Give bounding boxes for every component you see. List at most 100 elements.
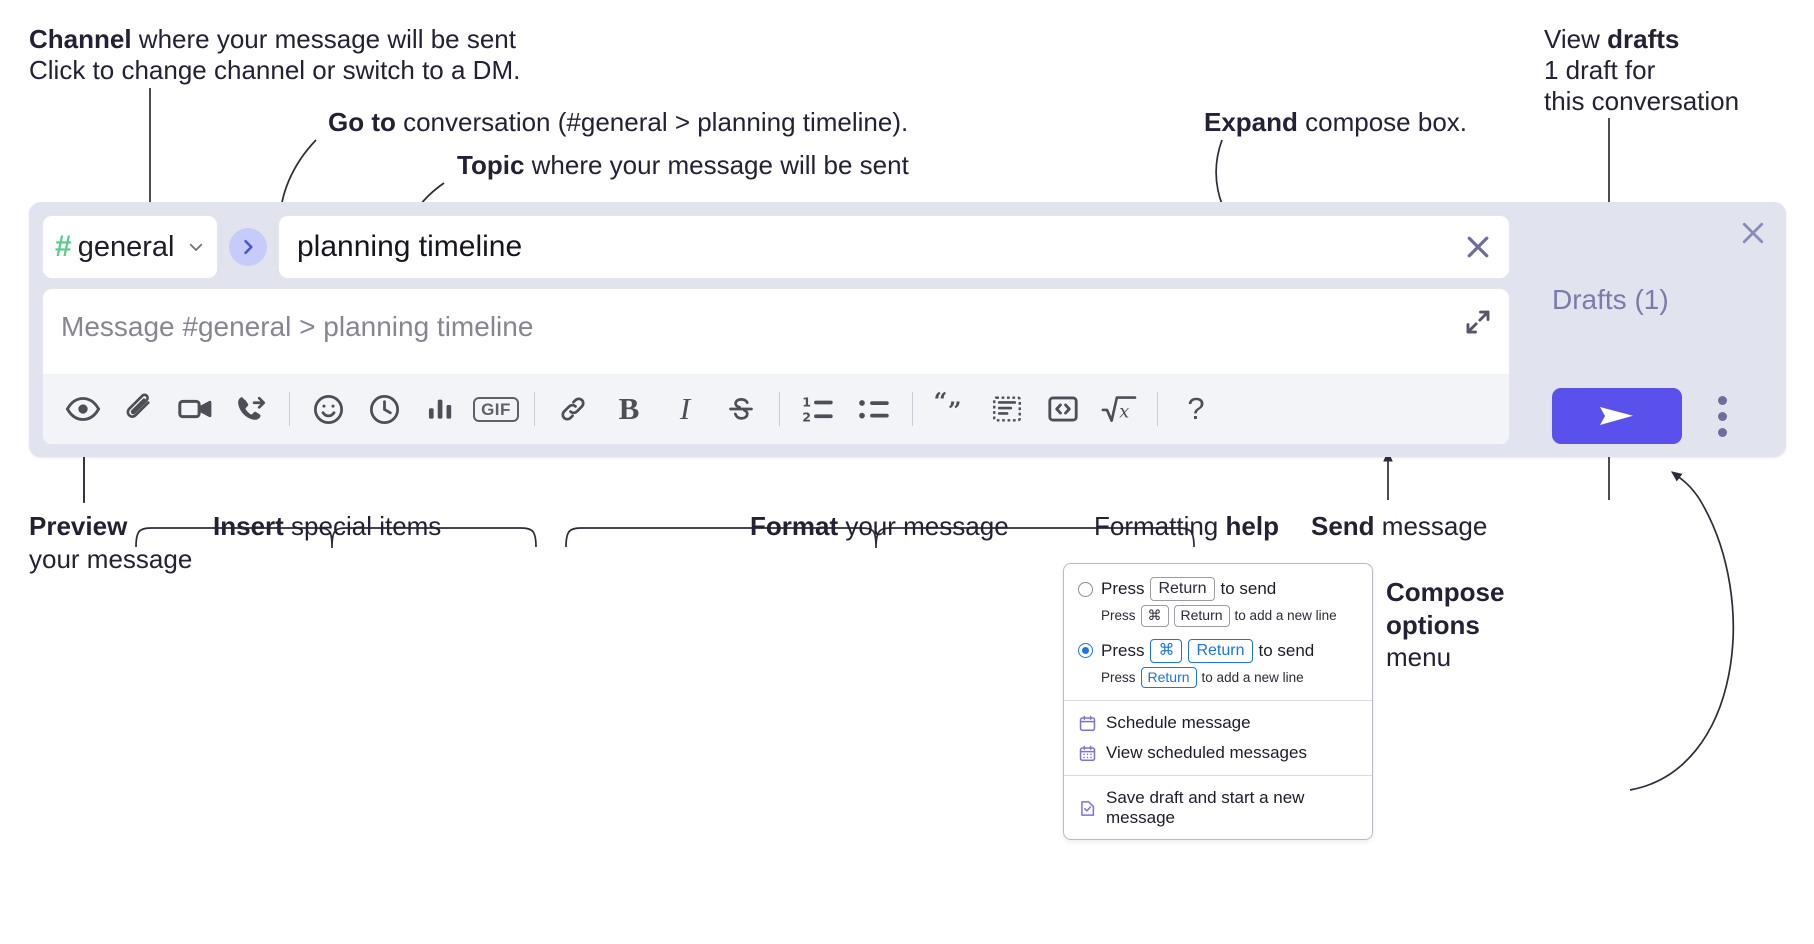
- emoji-button[interactable]: [300, 381, 356, 437]
- phone-forward-icon: [238, 396, 266, 420]
- svg-text:”: ”: [948, 397, 962, 425]
- annotation-topic-rest: where your message will be sent: [524, 150, 909, 180]
- annotation-preview: Preview: [29, 511, 127, 543]
- ordered-list-button[interactable]: 1 2: [790, 381, 846, 437]
- kebab-dot-2: [1717, 411, 1727, 421]
- message-input-wrapper[interactable]: Message #general > planning timeline: [43, 289, 1509, 444]
- strikethrough-icon: [729, 398, 753, 420]
- bulleted-list-button[interactable]: [846, 381, 902, 437]
- code-icon: [1048, 396, 1078, 422]
- annotation-compose-options-bold1: Compose: [1386, 577, 1505, 607]
- link-icon: [561, 397, 585, 421]
- math-button[interactable]: x: [1091, 381, 1147, 437]
- annotation-drafts-italic2: this conversation: [1544, 86, 1740, 116]
- annotation-goto: Go to conversation (#general > planning …: [328, 107, 908, 139]
- radio-option-1-sub-suffix: to add a new line: [1234, 608, 1337, 624]
- radio-icon-selected[interactable]: [1078, 643, 1093, 658]
- svg-text:“: “: [934, 390, 948, 415]
- goto-conversation-button[interactable]: [229, 228, 267, 266]
- link-button[interactable]: [545, 381, 601, 437]
- radio-option-1-prefix: Press: [1101, 579, 1145, 598]
- annotation-channel: Channel where your message will be sent: [29, 24, 516, 56]
- compose-options-button[interactable]: [1705, 388, 1739, 444]
- annotation-goto-rest: conversation (#general > planning timeli…: [395, 107, 909, 137]
- italic-icon: I: [679, 391, 691, 426]
- compose-panel: # general planning timeline Message #gen…: [29, 202, 1786, 457]
- menu-item-save-draft[interactable]: Save draft and start a new message: [1064, 783, 1372, 833]
- annotation-drafts-bold: drafts: [1607, 24, 1680, 54]
- annotation-format: Format your message: [750, 511, 1009, 543]
- send-button[interactable]: [1552, 388, 1682, 444]
- annotation-drafts-italic1: 1 draft for: [1544, 55, 1656, 85]
- close-icon[interactable]: [1463, 232, 1493, 262]
- svg-text:2: 2: [802, 409, 811, 424]
- paperclip-icon: [126, 393, 150, 418]
- annotation-preview-rest: your message: [29, 544, 193, 574]
- key-return-2: Return: [1188, 638, 1253, 663]
- annotation-goto-bold: Go to: [328, 107, 396, 137]
- drafts-link[interactable]: Drafts (1): [1552, 284, 1669, 315]
- topic-field[interactable]: planning timeline: [279, 216, 1509, 278]
- annotation-channel-sub: Click to change channel or switch to a D…: [29, 55, 520, 87]
- radio-option-2-sub-suffix: to add a new line: [1201, 669, 1304, 685]
- menu-item-save-draft-label: Save draft and start a new message: [1106, 788, 1305, 827]
- poll-button[interactable]: [412, 381, 468, 437]
- toolbar-separator-3: [779, 392, 780, 426]
- annotation-drafts: View drafts: [1544, 24, 1679, 56]
- menu-item-schedule-message[interactable]: Schedule message: [1064, 708, 1372, 738]
- annotation-topic: Topic where your message will be sent: [457, 150, 909, 182]
- close-panel-button[interactable]: [1738, 218, 1768, 248]
- eye-icon: [65, 397, 101, 421]
- annotation-compose-options-bold2: options: [1386, 609, 1480, 640]
- compose-header-row: # general planning timeline: [43, 216, 1509, 278]
- strikethrough-button[interactable]: [713, 381, 769, 437]
- radio-option-1-main: Press Return to send: [1101, 577, 1276, 601]
- channel-selector[interactable]: # general: [43, 216, 217, 278]
- bold-icon: B: [618, 391, 640, 426]
- formatting-help-button[interactable]: ?: [1168, 381, 1224, 437]
- code-block-button[interactable]: [979, 381, 1035, 437]
- formatting-toolbar: GIF B I: [43, 374, 1509, 444]
- annotation-insert-rest: special items: [283, 511, 442, 541]
- annotation-format-bold: Format: [750, 511, 839, 541]
- annotation-channel-rest: where your message will be sent: [131, 24, 516, 54]
- smiley-icon: [313, 394, 343, 424]
- preview-button[interactable]: [55, 381, 111, 437]
- annotation-send-bold: Send: [1311, 511, 1375, 541]
- radio-option-2-suffix: to send: [1258, 640, 1315, 660]
- key-command: ⌘: [1140, 605, 1169, 627]
- square-root-icon: x: [1101, 396, 1137, 423]
- gif-button[interactable]: GIF: [468, 381, 524, 437]
- blockquote-button[interactable]: “ ”: [923, 381, 979, 437]
- annotation-channel-italic: Click to change channel or switch to a D…: [29, 55, 521, 85]
- channel-name: general: [77, 230, 175, 263]
- inline-code-button[interactable]: [1035, 381, 1091, 437]
- annotation-help-plain: Formatting: [1094, 511, 1226, 541]
- expand-diagonal-icon[interactable]: [1463, 307, 1493, 337]
- attach-file-button[interactable]: [111, 381, 167, 437]
- video-camera-icon: [178, 399, 212, 419]
- call-button[interactable]: [223, 381, 279, 437]
- toolbar-separator-2: [534, 392, 535, 426]
- menu-item-view-scheduled[interactable]: View scheduled messages: [1064, 738, 1372, 768]
- compose-inner: # general planning timeline Message #gen…: [43, 216, 1509, 444]
- italic-button[interactable]: I: [657, 381, 713, 437]
- calendar-icon: [1078, 714, 1097, 733]
- video-clip-button[interactable]: [167, 381, 223, 437]
- annotation-preview-bold: Preview: [29, 511, 128, 541]
- radio-option-cmd-return-to-send[interactable]: Press ⌘ Return to send: [1064, 636, 1372, 666]
- bold-button[interactable]: B: [601, 381, 657, 437]
- send-paper-plane-icon: [1600, 407, 1633, 425]
- key-command-2: ⌘: [1150, 638, 1183, 663]
- chevron-right-icon: [244, 239, 253, 255]
- chevron-down-icon: [187, 238, 205, 256]
- annotation-insert-bold: Insert: [213, 511, 284, 541]
- radio-option-2-main: Press ⌘ Return to send: [1101, 638, 1315, 663]
- radio-icon-unselected[interactable]: [1078, 581, 1093, 597]
- clock-icon: [369, 394, 399, 424]
- key-return-sub-2: Return: [1140, 666, 1197, 688]
- reminder-button[interactable]: [356, 381, 412, 437]
- annotation-channel-bold: Channel: [29, 24, 132, 54]
- radio-option-return-to-send[interactable]: Press Return to send: [1064, 574, 1372, 604]
